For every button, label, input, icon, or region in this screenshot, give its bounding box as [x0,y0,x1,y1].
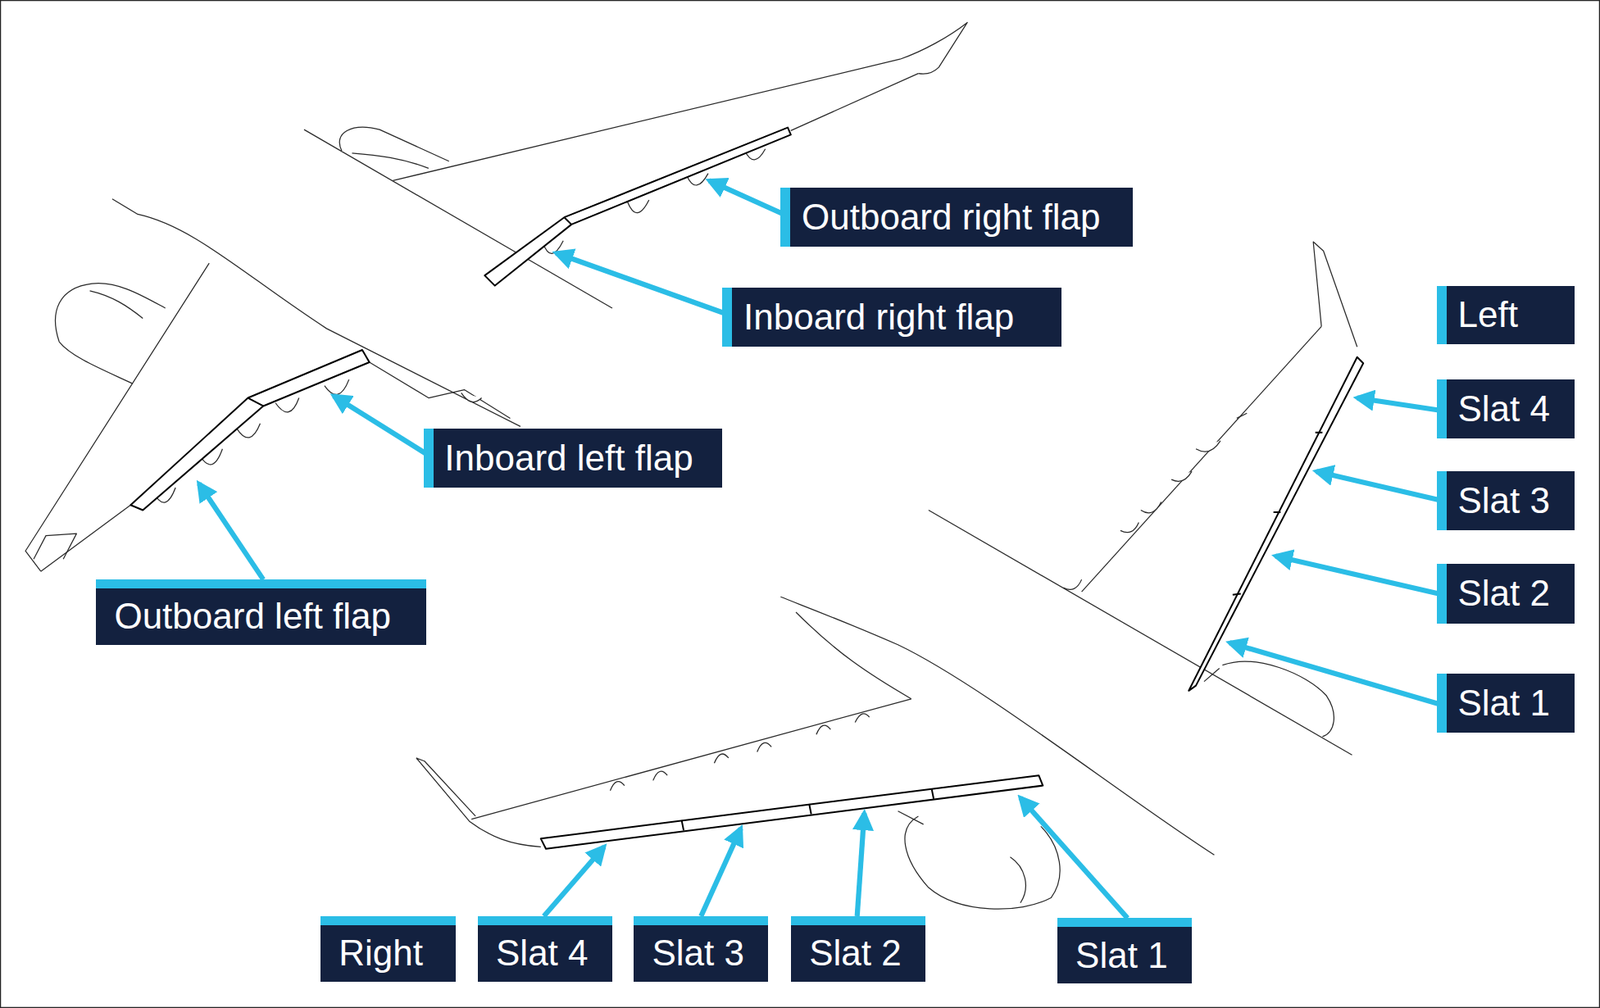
leading-edge [392,59,900,181]
leader-arrow [700,828,741,917]
leader-arrows [199,180,1440,919]
leader-arrow [1316,471,1439,500]
left-wing-underside-view [25,199,521,572]
flap-split [248,398,264,407]
line-art [25,22,1364,910]
callout-label: Slat 2 [1458,573,1551,614]
fuselage-line [112,199,521,428]
callout-box: Left [1436,286,1575,345]
callout-box: Inboard left flap [423,428,723,488]
leader-arrow [1275,555,1439,594]
callout-box: Slat 4 [1436,379,1575,439]
callout-label: Slat 3 [651,933,745,973]
callout-box: Slat 1 [1057,918,1192,984]
callout-label: Right [338,933,423,973]
flap-fairings [542,149,765,255]
callout-label: Inboard left flap [444,438,693,478]
callout-box: Slat 3 [1436,471,1575,531]
fuselage-line [795,612,912,700]
callout-label: Slat 3 [1458,481,1551,521]
callout-box: Slat 2 [1436,563,1575,623]
fuselage-line [304,129,613,309]
leader-arrow [1229,642,1439,705]
callout-label: Slat 2 [809,933,902,973]
engine-nacelle [339,127,450,169]
callout-label: Slat 1 [1458,683,1551,723]
callout-label: Left [1458,295,1519,335]
slat-outline [540,775,1043,850]
flap-split [563,217,572,225]
trailing-edge [790,73,919,132]
engine-nacelle [1204,661,1334,737]
flap-fairings [1063,413,1247,590]
trailing-edge [1081,326,1323,592]
slat-splits [681,788,934,831]
callout-box: Slat 2 [790,916,926,982]
engine-nacelle [898,811,1061,910]
fuselage-line [928,509,1353,755]
callout-box: Slat 3 [633,916,769,982]
right-wing-slat-view [416,596,1215,910]
leader-arrow [199,483,264,580]
winglet [900,22,968,74]
callout-label: Inboard right flap [743,297,1014,337]
winglet [416,758,541,847]
callout-label: Outboard left flap [113,596,391,637]
callout-label: Slat 4 [495,933,589,973]
slat-outline [1188,357,1364,691]
callout-label: Slat 4 [1458,389,1551,429]
callout-box: Right [320,916,457,982]
trailing-edge [40,504,132,572]
engine-nacelle [55,283,166,384]
callout-box: Inboard right flap [722,287,1061,347]
leader-arrow [333,395,427,455]
callout-box: Slat 1 [1436,673,1575,733]
fuselage-line [780,596,1214,855]
leader-arrow [857,813,865,917]
leader-arrow [544,846,605,917]
leader-arrow [1357,398,1440,411]
callout-label: Outboard right flap [801,197,1100,237]
slat-splits [1232,432,1323,596]
leading-edge [25,263,210,572]
leader-arrow [709,180,784,214]
winglet [1313,241,1358,347]
callout-label: Slat 1 [1075,936,1169,976]
callout-box: Slat 4 [477,916,613,982]
callout-box: Outboard left flap [95,579,427,646]
leader-arrow [555,253,724,314]
flap-outline [484,127,791,287]
callout-box: Outboard right flap [780,187,1132,247]
leader-arrow [1020,798,1128,919]
flap-outline [130,350,369,510]
flap-fairings [609,713,869,791]
right-wing-top-view [304,22,968,309]
winglet [33,533,77,560]
trailing-edge [369,362,511,419]
